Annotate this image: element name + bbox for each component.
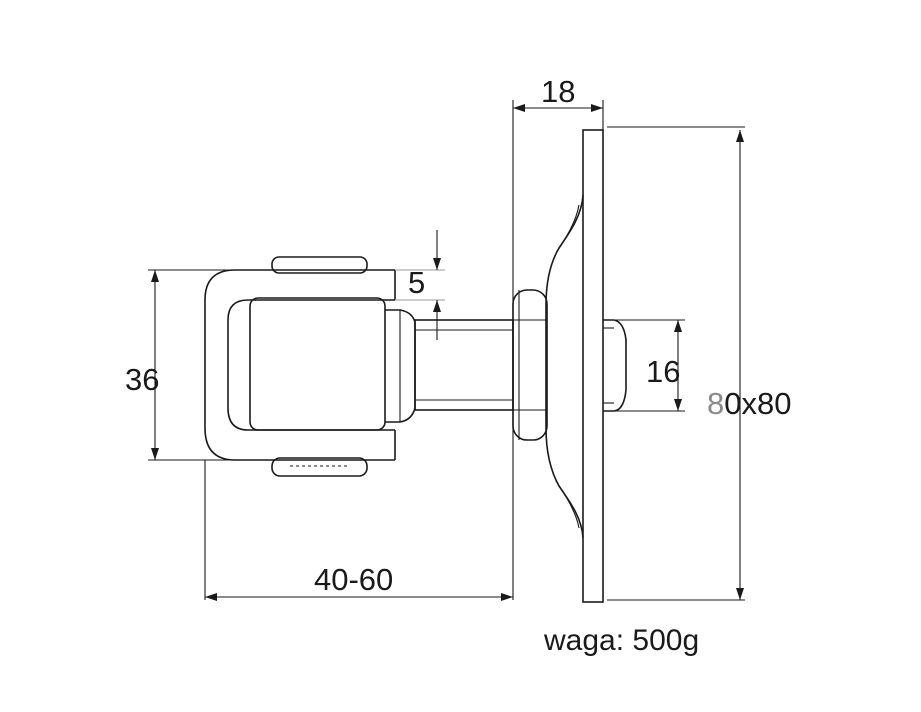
mounting-plate bbox=[545, 129, 604, 603]
dim-plate-thickness: 18 bbox=[541, 74, 575, 109]
extension-lines bbox=[148, 100, 745, 601]
dim-plate-size: 80x80 bbox=[707, 386, 791, 421]
dim-adjust-length: 40-60 bbox=[314, 562, 393, 597]
dim-eye-height: 36 bbox=[125, 362, 159, 397]
bolt-end bbox=[603, 319, 627, 412]
dim-bolt-diameter: 16 bbox=[646, 354, 680, 389]
dimension-lines bbox=[151, 104, 744, 601]
dim-plate-size-first: 8 bbox=[707, 386, 724, 421]
weight-label: waga: 500g bbox=[543, 624, 699, 657]
dim-gap: 5 bbox=[408, 265, 425, 300]
hex-nut bbox=[512, 289, 548, 441]
threaded-rod bbox=[414, 319, 514, 411]
dim-plate-size-rest: 0x80 bbox=[724, 386, 791, 421]
hinge-eye bbox=[204, 256, 416, 477]
